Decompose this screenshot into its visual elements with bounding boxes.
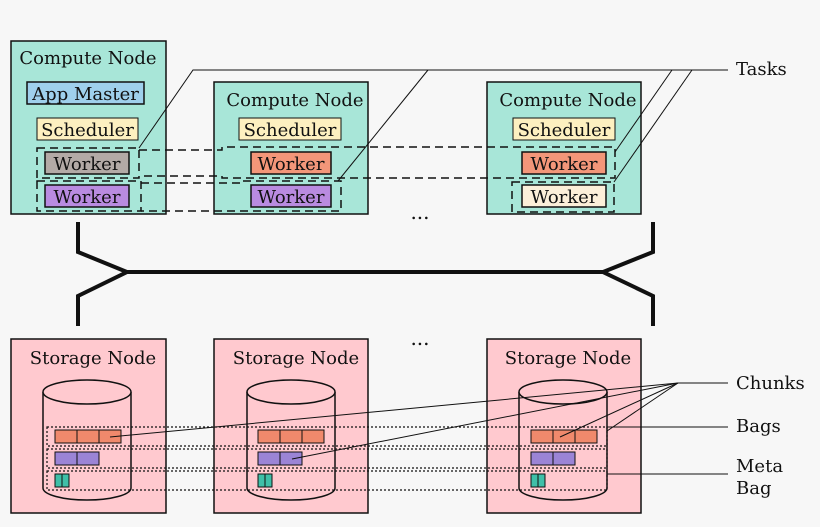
worker-box: Worker <box>44 151 130 175</box>
worker-label: Worker <box>258 154 325 175</box>
task-group-box <box>36 147 140 179</box>
chunks-label: Chunks <box>736 373 805 394</box>
meta-chunk <box>257 473 273 488</box>
task-group-path <box>141 180 342 212</box>
compute-node-title: Compute Node <box>499 90 636 111</box>
storage-node-title: Storage Node <box>233 348 359 369</box>
chunk-group-orange <box>530 429 598 444</box>
disk-cylinder-icon <box>246 379 336 501</box>
network-interconnect <box>76 222 655 326</box>
task-group-box <box>36 180 142 212</box>
chunk-group-purple <box>530 451 576 466</box>
compute-node-2: Compute Node Scheduler Worker Worker <box>213 81 369 215</box>
worker-label: Worker <box>54 154 121 175</box>
bag-bands <box>46 426 608 491</box>
storage-ellipsis: ... <box>410 326 429 350</box>
task-group-path <box>139 146 616 179</box>
task-group-box <box>511 181 615 213</box>
compute-node-1: Compute Node App Master Scheduler Worker… <box>10 40 167 215</box>
meta-bag-label-line2: Bag <box>736 478 771 499</box>
worker-box: Worker <box>250 151 332 175</box>
worker-label: Worker <box>258 187 325 208</box>
scheduler-label: Scheduler <box>41 120 134 141</box>
app-master-label: App Master <box>31 84 139 105</box>
compute-node-title: Compute Node <box>19 48 156 69</box>
compute-ellipsis: ... <box>410 200 429 224</box>
app-master-box: App Master <box>26 81 145 105</box>
bag-band-orange <box>46 426 608 447</box>
chunk-group-purple <box>257 451 303 466</box>
compute-node-title: Compute Node <box>226 90 363 111</box>
scheduler-label: Scheduler <box>518 120 611 141</box>
storage-callout-lines <box>109 382 728 475</box>
scheduler-box: Scheduler <box>36 117 139 141</box>
chunk-group-purple <box>54 451 100 466</box>
scheduler-box: Scheduler <box>512 117 616 141</box>
meta-chunk <box>54 473 70 488</box>
worker-box: Worker <box>250 184 332 208</box>
worker-label: Worker <box>54 187 121 208</box>
scheduler-box: Scheduler <box>238 117 342 141</box>
worker-box: Worker <box>521 184 607 208</box>
bag-band-purple <box>46 448 608 469</box>
worker-label: Worker <box>531 154 598 175</box>
storage-node-1: Storage Node <box>10 338 167 514</box>
worker-box: Worker <box>44 184 130 208</box>
worker-box: Worker <box>521 151 607 175</box>
disk-cylinder-icon <box>42 379 132 501</box>
disk-cylinder-icon <box>518 379 608 501</box>
storage-node-3: Storage Node <box>486 338 642 514</box>
meta-chunk <box>530 473 546 488</box>
meta-bag-label-line1: Meta <box>736 456 783 477</box>
scheduler-label: Scheduler <box>244 120 337 141</box>
chunk-group-orange <box>257 429 325 444</box>
bags-label: Bags <box>736 416 781 437</box>
meta-bag-band <box>46 470 608 491</box>
task-dashed-groups <box>36 146 616 213</box>
tasks-label: Tasks <box>736 59 787 80</box>
storage-node-title: Storage Node <box>505 348 631 369</box>
tasks-callout-lines <box>138 69 728 183</box>
storage-node-title: Storage Node <box>30 348 156 369</box>
storage-node-2: Storage Node <box>213 338 369 514</box>
worker-label: Worker <box>531 187 598 208</box>
